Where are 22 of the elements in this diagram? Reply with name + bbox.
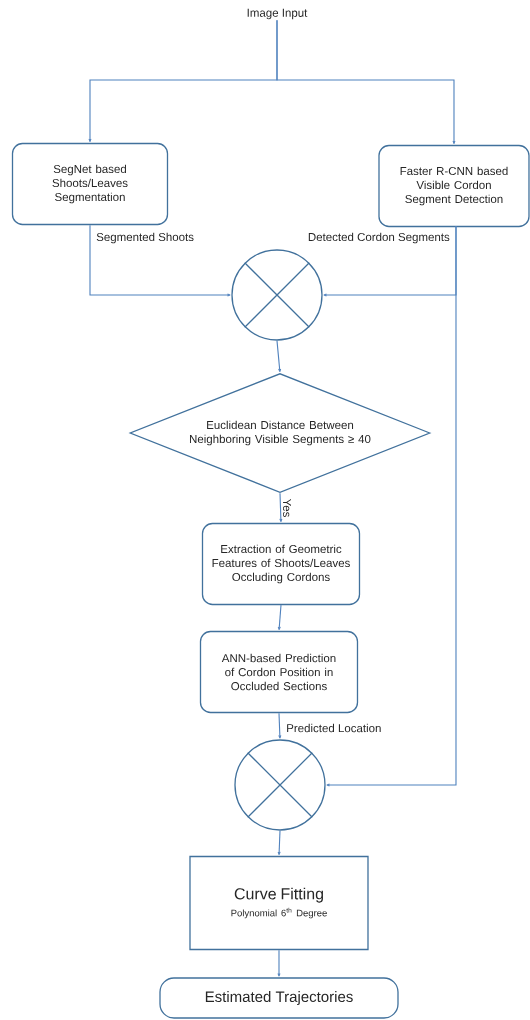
process-box: Faster R-CNN based Visible Cordon Segment Detection	[378, 144, 530, 228]
edge-label: Segmented Shoots	[95, 231, 195, 245]
edge-label: Predicted Location	[285, 722, 383, 734]
input-label: Image Input	[247, 8, 308, 20]
arrow	[276, 19, 456, 145]
arrow	[279, 492, 283, 523]
arrow	[277, 830, 281, 856]
process-box: Curve Fitting Polynomial 6$^{th}$ Degree	[189, 855, 369, 951]
process-box: SegNet based Shoots/Leaves Segmentation	[11, 142, 169, 226]
arrow	[277, 949, 281, 977]
process-box: Extraction of Geometric Features of Shoots/Leaves Occluding Cordons	[201, 522, 361, 606]
arrow	[326, 225, 457, 787]
arrow	[276, 340, 282, 373]
edge-label: Yes	[282, 497, 292, 519]
summing-junction	[234, 739, 326, 831]
summing-junction	[231, 249, 323, 341]
edge-label: Detected Cordon Segments	[306, 231, 451, 245]
terminal-box: Estimated Trajectories	[159, 977, 399, 1019]
arrow	[89, 224, 231, 297]
process-box: ANN-based Prediction of Cordon Position in Occluded Sections	[199, 630, 359, 714]
arrow	[278, 712, 282, 739]
arrow	[277, 604, 282, 631]
